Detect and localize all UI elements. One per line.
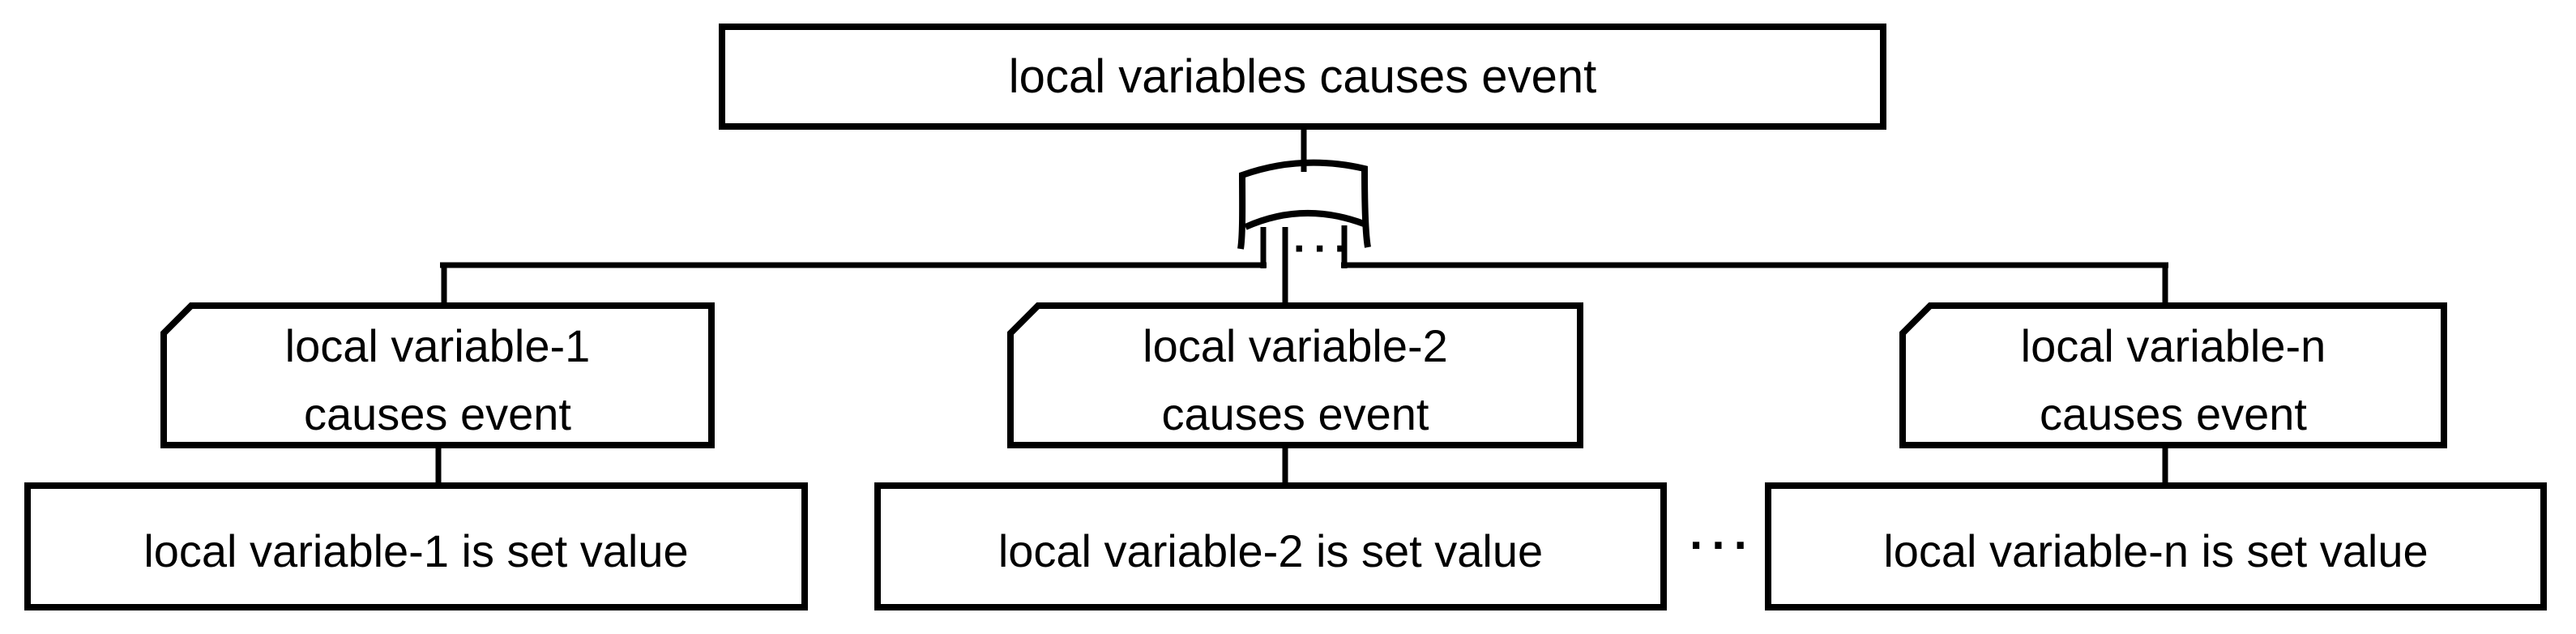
intermediate-event-1-line2: causes event bbox=[304, 388, 571, 439]
basic-event-1-box bbox=[24, 482, 808, 610]
basic-event-2-box bbox=[874, 482, 1667, 610]
intermediate-event-n-box bbox=[1899, 302, 2447, 448]
intermediate-event-2-box bbox=[1007, 302, 1583, 448]
or-gate-body bbox=[1237, 159, 1371, 250]
top-event-box bbox=[719, 24, 1886, 130]
basic-event-n-box bbox=[1765, 482, 2547, 610]
intermediate-event-2-line2: causes event bbox=[1161, 388, 1429, 439]
intermediate-event-1-box bbox=[160, 302, 715, 448]
intermediate-event-n-line1: local variable-n bbox=[2020, 320, 2326, 371]
top-event-label: local variables causes event bbox=[1008, 50, 1597, 103]
intermediate-event-2-line1: local variable-2 bbox=[1143, 320, 1448, 371]
connector-lines bbox=[435, 126, 2168, 486]
basic-event-n-label: local variable-n is set value bbox=[1883, 525, 2429, 576]
event-boxes bbox=[24, 24, 2547, 610]
intermediate-event-n-line2: causes event bbox=[2040, 388, 2307, 439]
intermediate-event-1-line1: local variable-1 bbox=[284, 320, 591, 371]
intermediate-event-n-label: local variable-n causes event bbox=[1903, 306, 2444, 445]
or-gate-icon bbox=[1237, 159, 1371, 250]
basic-events-ellipsis: ··· bbox=[1690, 518, 1756, 572]
intermediate-event-1-label: local variable-1 causes event bbox=[164, 306, 711, 445]
basic-event-2-label: local variable-2 is set value bbox=[998, 525, 1544, 576]
or-gate-bottom-arc bbox=[1244, 209, 1365, 230]
basic-event-1-label: local variable-1 is set value bbox=[143, 525, 689, 576]
intermediate-event-2-label: local variable-2 causes event bbox=[1010, 306, 1580, 445]
gate-inputs-ellipsis: ··· bbox=[1293, 225, 1355, 272]
